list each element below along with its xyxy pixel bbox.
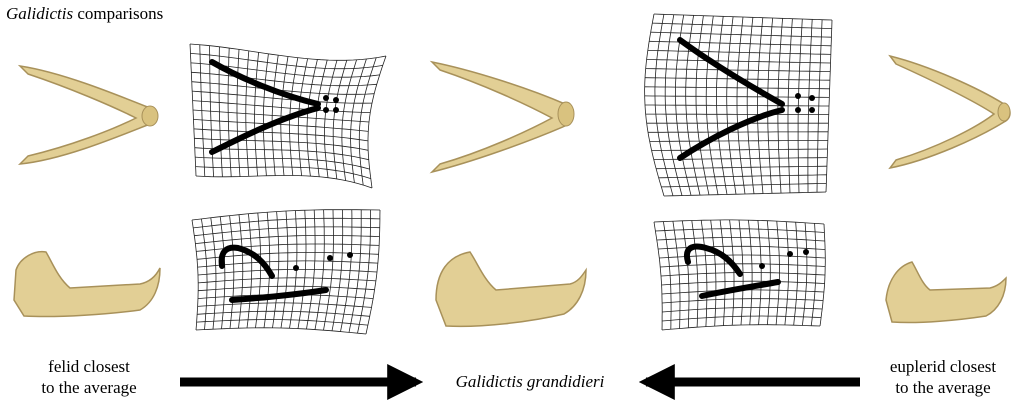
felid-lateral-deformation-grid: [192, 210, 380, 334]
grid-line: [654, 222, 662, 330]
galidictis-dorsal-jaw-image: [432, 62, 574, 172]
left-caption-line1: felid closest: [24, 356, 154, 377]
right-caption-line2: to the average: [868, 377, 1018, 398]
euplerid-dorsal-jaw-image: [890, 56, 1010, 168]
grid-line: [662, 325, 820, 330]
euplerid-dorsal-deformation-grid: [645, 14, 832, 196]
right-caption: euplerid closest to the average: [868, 356, 1018, 398]
grid-line: [192, 220, 198, 330]
galidictis-lateral-jaw-image: [436, 252, 586, 326]
right-caption-line1: euplerid closest: [868, 356, 1018, 377]
grid-line: [650, 140, 828, 141]
center-label: Galidictis grandidieri: [410, 372, 650, 392]
grid-line: [196, 176, 372, 189]
grid-line: [648, 132, 828, 133]
euplerid-lateral-jaw-image: [886, 262, 1006, 323]
left-caption-line2: to the average: [24, 377, 154, 398]
left-caption: felid closest to the average: [24, 356, 154, 398]
felid-lateral-jaw-image: [14, 252, 160, 317]
grid-line: [646, 114, 829, 115]
felid-dorsal-jaw-image: [20, 66, 158, 164]
grid-line: [645, 105, 829, 106]
